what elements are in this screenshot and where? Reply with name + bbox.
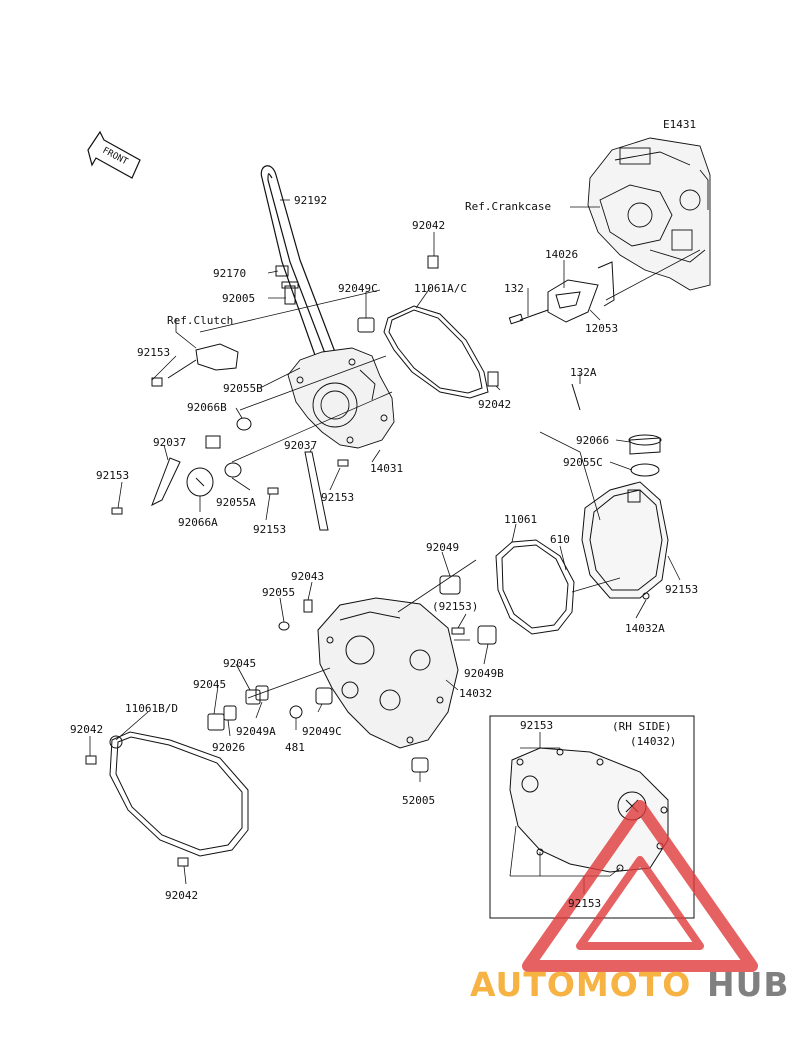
seal-92049C-low xyxy=(315,687,333,705)
label-92153-right: 92153 xyxy=(665,583,699,596)
label-92066: 92066 xyxy=(576,434,610,447)
label-132: 132 xyxy=(504,282,524,295)
label-92153-low: 92153 xyxy=(253,523,287,536)
crankcase-part xyxy=(587,137,711,291)
label-92055B: 92055B xyxy=(223,382,263,395)
label-481: 481 xyxy=(285,741,305,754)
plug-92066A xyxy=(186,467,214,497)
bolt-92153-paren xyxy=(451,627,465,635)
label-92037-mid: 92037 xyxy=(284,439,318,452)
label-12053: 12053 xyxy=(585,322,619,335)
watermark-text-hub: HUB xyxy=(707,965,790,1004)
label-14032: 14032 xyxy=(459,687,493,700)
watermark-text-automoto: AUTOMOTO xyxy=(470,965,692,1004)
diagram-code: E1431 xyxy=(663,118,697,131)
breather-part-14026 xyxy=(547,261,615,323)
label-14032A: 14032A xyxy=(625,622,665,635)
label-92055: 92055 xyxy=(262,586,296,599)
label-92043: 92043 xyxy=(291,570,325,583)
label-92055A: 92055A xyxy=(216,496,256,509)
circlip-481 xyxy=(289,705,303,719)
crankcase-cover-14032 xyxy=(317,597,459,749)
label-92049: 92049 xyxy=(426,541,460,554)
seal-92049B xyxy=(477,625,497,645)
label-11061: 11061 xyxy=(504,513,538,526)
dowel-92042-top xyxy=(427,255,439,269)
label-92049C-low: 92049C xyxy=(302,725,342,738)
gasket-11061 xyxy=(495,539,575,635)
gasket-11061AC xyxy=(383,305,489,399)
label-92042-top: 92042 xyxy=(412,219,446,232)
label-92045-a: 92045 xyxy=(223,657,257,670)
bearing-92045-b xyxy=(207,713,225,731)
bolt-92153-mid xyxy=(337,459,349,467)
fitting-92005 xyxy=(281,281,299,305)
label-92170: 92170 xyxy=(213,267,247,280)
inset-rh-side-part: (14032) xyxy=(630,735,677,748)
label-92153-left: 92153 xyxy=(137,346,171,359)
seal-92049A xyxy=(255,685,269,701)
label-14026: 14026 xyxy=(545,248,579,261)
oring-92055A xyxy=(224,462,242,478)
watermark-logo-icon xyxy=(522,800,758,972)
label-610: 610 xyxy=(550,533,570,546)
seal-92049 xyxy=(439,575,461,595)
dowel-92042-bottom xyxy=(177,857,189,867)
front-arrow-icon: FRONT xyxy=(87,130,141,179)
clutch-cover-14032A xyxy=(581,481,669,600)
label-92066A: 92066A xyxy=(178,516,218,529)
label-92049B: 92049B xyxy=(464,667,504,680)
oring-92055C xyxy=(630,463,660,477)
bolt-132A xyxy=(571,383,581,411)
oring-92055 xyxy=(278,621,290,631)
label-92037-left: 92037 xyxy=(153,436,187,449)
label-92055C: 92055C xyxy=(563,456,603,469)
label-11061BD: 11061B/D xyxy=(125,702,178,715)
label-92042-bottom: 92042 xyxy=(165,889,199,902)
label-92045-b: 92045 xyxy=(193,678,227,691)
label-92153-inset-bottom: 92153 xyxy=(568,897,602,910)
label-52005: 52005 xyxy=(402,794,436,807)
plug-92066B xyxy=(205,435,221,449)
label-92153-mid: 92153 xyxy=(321,491,355,504)
bolt-92153-far-left xyxy=(111,507,123,515)
inset-rh-side-box xyxy=(489,715,695,919)
pin-92037-mid xyxy=(304,451,329,531)
hose-92192 xyxy=(260,165,336,359)
ref-crankcase: Ref.Crankcase xyxy=(465,200,552,213)
label-92153-paren: (92153) xyxy=(432,600,479,613)
label-92066B: 92066B xyxy=(187,401,227,414)
engine-cover-14031 xyxy=(287,347,395,449)
label-92049C-top: 92049C xyxy=(338,282,378,295)
pin-92037-left xyxy=(151,457,181,507)
label-92005: 92005 xyxy=(222,292,256,305)
label-92026: 92026 xyxy=(212,741,246,754)
oring-92055B xyxy=(236,417,252,431)
label-11061AC: 11061A/C xyxy=(414,282,467,295)
bearing-92045-a xyxy=(245,689,261,705)
dowel-92042-left xyxy=(85,755,97,765)
seal-52005 xyxy=(411,757,429,773)
clutch-lever-part xyxy=(151,343,239,387)
inset-rh-side-title: (RH SIDE) xyxy=(612,720,672,733)
cap-92066 xyxy=(628,434,662,455)
bolt-92153-low xyxy=(267,487,279,495)
leader-lines xyxy=(89,199,701,894)
dowel-92043 xyxy=(303,599,313,613)
label-92153-far-left: 92153 xyxy=(96,469,130,482)
label-14031: 14031 xyxy=(370,462,404,475)
label-92153-inset: 92153 xyxy=(520,719,554,732)
dowel-92042-mid xyxy=(487,371,499,387)
collar-92026 xyxy=(223,705,237,721)
label-92042-left: 92042 xyxy=(70,723,104,736)
label-132A: 132A xyxy=(570,366,597,379)
seal-92049C-top xyxy=(357,317,375,333)
label-92049A: 92049A xyxy=(236,725,276,738)
label-92042-mid: 92042 xyxy=(478,398,512,411)
ref-clutch: Ref.Clutch xyxy=(167,314,234,327)
label-92192: 92192 xyxy=(294,194,328,207)
gasket-11061BD xyxy=(109,731,249,857)
